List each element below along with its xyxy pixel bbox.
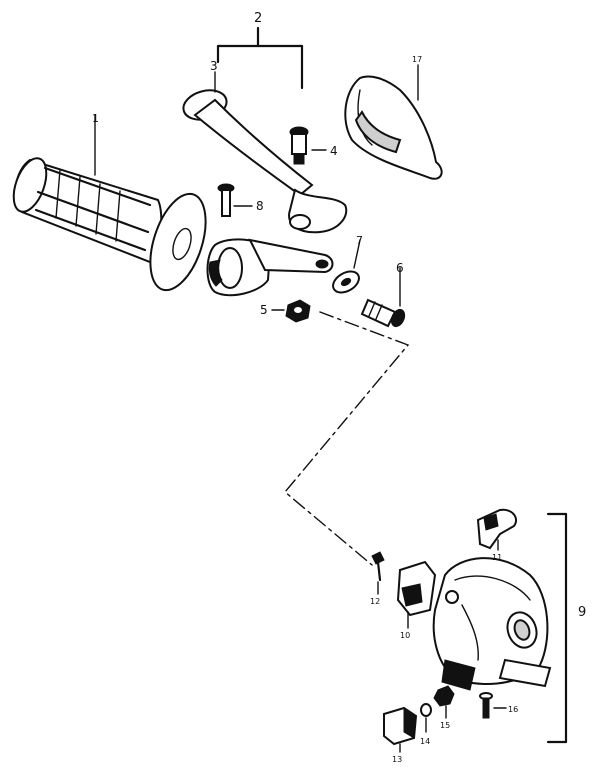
label-16: 16 bbox=[508, 705, 518, 714]
label-3: 3 bbox=[210, 59, 218, 73]
bottom-screw-part bbox=[479, 692, 507, 719]
label-11: 11 bbox=[492, 553, 502, 562]
lever-cover-part bbox=[344, 64, 443, 180]
switch-knob-part bbox=[396, 560, 437, 629]
small-screw-part bbox=[217, 183, 253, 217]
label-12: 12 bbox=[370, 597, 380, 606]
label-1: 1 bbox=[92, 112, 99, 125]
label-14: 14 bbox=[420, 737, 430, 746]
label-4: 4 bbox=[330, 144, 338, 158]
switch-assembly-bracket bbox=[546, 512, 568, 744]
label-2: 2 bbox=[254, 11, 262, 26]
label-10: 10 bbox=[400, 631, 410, 640]
label-15: 15 bbox=[440, 721, 450, 730]
label-13: 13 bbox=[392, 755, 402, 764]
washer-part bbox=[332, 239, 361, 294]
grip-part bbox=[12, 114, 207, 292]
small-knob-part bbox=[433, 685, 455, 719]
label-17: 17 bbox=[412, 55, 422, 64]
label-8: 8 bbox=[256, 199, 264, 213]
lever-bolt-part bbox=[289, 126, 327, 165]
switch-upper-piece-part bbox=[476, 508, 518, 551]
clutch-lever-part bbox=[182, 71, 348, 234]
holder-bolt-part bbox=[360, 267, 406, 328]
label-7: 7 bbox=[356, 234, 363, 247]
assembly-guide-line bbox=[284, 311, 410, 566]
lever-holder-part bbox=[206, 238, 334, 297]
label-6: 6 bbox=[396, 261, 404, 275]
nut-part bbox=[271, 299, 311, 323]
switch-screw-part bbox=[371, 551, 385, 595]
connector-block-part bbox=[383, 706, 418, 753]
small-cap-part bbox=[420, 703, 432, 733]
switch-housing-part bbox=[432, 557, 552, 691]
label-5: 5 bbox=[260, 303, 268, 317]
label-9: 9 bbox=[578, 605, 586, 620]
part-labels: 1 2 3 4 5 6 7 8 9 10 11 12 13 14 15 16 1… bbox=[92, 11, 586, 764]
lever-assembly-bracket bbox=[216, 26, 304, 90]
